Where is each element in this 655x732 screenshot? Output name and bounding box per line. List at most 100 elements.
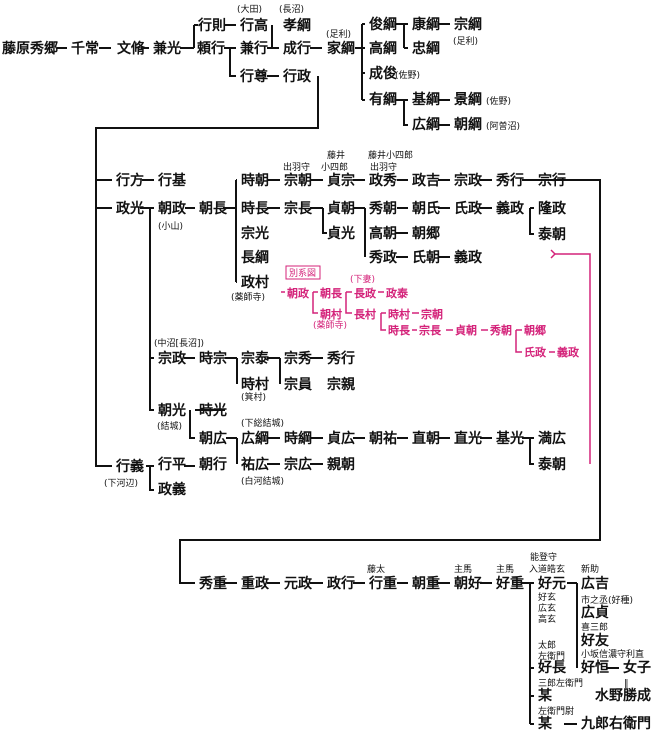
name-munetomo: 宗朝 <box>284 172 312 189</box>
name-tomoshige: 朝重 <box>412 575 440 592</box>
note-kogen3: 高玄 <box>538 613 556 625</box>
name-kurouemon: 九郎右衛門 <box>580 715 651 732</box>
note-yuki: (結城) <box>157 420 182 432</box>
alt-name-p_nagamura: 長村 <box>354 307 376 321</box>
name-hirotsuna: 広綱 <box>412 116 440 133</box>
connector <box>322 208 327 234</box>
alt-connector <box>555 253 591 464</box>
name-munenaga: 宗長 <box>284 200 313 217</box>
note-sano1: (佐野) <box>395 69 420 81</box>
name-masayoshi2: 政義 <box>158 481 186 498</box>
alt-name-p_munenaga: 宗長 <box>419 323 442 337</box>
name-yukihira: 行平 <box>157 456 186 473</box>
note-taro: 太郎 <box>538 639 556 651</box>
note-sano2: (佐野) <box>486 95 511 107</box>
note-fujii1: 藤井 <box>327 149 345 161</box>
name-naotomo: 直朝 <box>412 430 440 447</box>
note-shume1: 主馬 <box>454 563 472 575</box>
alt-name-p_tomonaga: 朝長 <box>320 286 343 300</box>
connector <box>149 208 154 411</box>
name-hirosada: 広貞 <box>581 604 609 621</box>
name-tokimura: 時村 <box>241 376 269 393</box>
name-yukiyoshi: 行義 <box>115 458 144 475</box>
note-koshiro1: 小四郎 <box>321 161 348 173</box>
alt-name-p_tokimura: 時村 <box>388 307 410 321</box>
note-naganuma: (長沼) <box>279 4 304 15</box>
name-hirotsuna2: 広綱 <box>241 430 269 447</box>
name-masahide: 政秀 <box>369 172 398 189</box>
name-takatomo: 高朝 <box>369 225 397 242</box>
note-kogen: 好玄 <box>538 591 556 603</box>
note-minoura: (箕村) <box>241 391 266 403</box>
name-hidetomo: 秀朝 <box>368 200 397 217</box>
note-fujiikoshiro: 藤井小四郎 <box>368 149 413 161</box>
name-tomosuke: 朝祐 <box>369 430 397 447</box>
name-yukimasa: 行政 <box>282 68 312 85</box>
name-kagetsuna: 景綱 <box>454 91 482 108</box>
note-nakanuma: (中沼[長沼]) <box>154 337 204 349</box>
connector <box>529 438 534 465</box>
note-saburozaemon: 三郎左衛門 <box>538 677 583 689</box>
connector <box>189 410 195 439</box>
name-tomoyuki: 朝行 <box>199 456 227 473</box>
name-hidesato: 藤原秀郷 <box>2 40 58 57</box>
name-takatsuna2: 高綱 <box>369 40 397 57</box>
alt-name-p_nagamasa: 長政 <box>354 286 377 300</box>
name-joshi: 女子 <box>623 659 651 676</box>
name-asatsuna: 朝綱 <box>454 116 482 133</box>
name-tadatsuna: 忠綱 <box>412 40 440 57</box>
alt-connector <box>312 292 318 314</box>
name-munetsuna: 宗綱 <box>454 16 482 33</box>
name-munekazu: 宗員 <box>284 376 312 393</box>
name-tokitomo: 時朝 <box>241 172 269 189</box>
note-equal: ‖ <box>624 679 629 689</box>
note-kisaburo: 喜三郎 <box>581 621 608 633</box>
note-dewanokami2: 出羽守 <box>370 161 397 173</box>
name-aritsuna: 有綱 <box>369 91 397 108</box>
name-yoshishige: 好重 <box>495 575 524 592</box>
name-munehiro: 宗泰 <box>241 350 270 367</box>
note-layer: (大田)(長沼)(足利)(足利)(佐野)(佐野)(阿曽沼)出羽守藤井小四郎藤井小… <box>104 3 644 717</box>
name-sadamune: 貞宗 <box>327 172 355 189</box>
name-masayoshi: 政吉 <box>412 172 440 189</box>
name-munemasa: 宗政 <box>454 172 483 189</box>
name-sadamitsu: 貞光 <box>327 225 355 242</box>
name-hideyuki: 秀行 <box>495 172 524 189</box>
name-yasutomo: 泰朝 <box>537 226 566 243</box>
name-kaneyuki: 兼行 <box>240 40 268 57</box>
name-tokimitsu: 時光 <box>199 402 227 419</box>
name-munemasa2: 宗政 <box>158 350 187 367</box>
name-tomomitsu: 朝光 <box>158 402 186 419</box>
alt-name-p_yoshimasa: 義政 <box>557 345 580 359</box>
name-yoshimasa: 義政 <box>496 200 525 217</box>
alt-connector <box>515 330 522 353</box>
note-asonuma: (阿曽沼) <box>486 120 520 132</box>
name-muneyuki: 宗行 <box>538 172 566 189</box>
name-tokitsuna: 時綱 <box>284 430 312 447</box>
name-hidemasa: 秀政 <box>368 249 398 266</box>
name-namekata: 行方 <box>115 172 144 189</box>
name-tomomasa: 朝政 <box>158 200 187 217</box>
name-yukinori: 行則 <box>197 17 226 34</box>
name-masamura: 政村 <box>241 274 269 291</box>
alt-name-p_ujimasa: 氏政 <box>524 345 547 359</box>
name-yoshimoto: 好元 <box>537 575 566 592</box>
name-yukitaka2: 行尊 <box>239 68 268 85</box>
note-shume2: 主馬 <box>496 563 514 575</box>
name-hiroyoshi: 広吉 <box>581 575 609 592</box>
name-tomonaga: 朝長 <box>199 200 228 217</box>
name-hideshige: 秀重 <box>198 575 227 592</box>
name-yoshimasa2: 義政 <box>454 249 483 266</box>
alt-name-p_sadatomo: 貞朝 <box>455 323 477 337</box>
name-yukitaka: 行高 <box>239 17 268 34</box>
alt-connector <box>345 292 352 314</box>
name-motomasa: 元政 <box>284 575 313 592</box>
note-kosaka: 小坂信濃守利直 <box>581 648 644 660</box>
name-mitsuhiro: 満広 <box>538 430 566 447</box>
alt-name-p_munetomo: 宗朝 <box>421 307 443 321</box>
note-zaemonnojo: 左衛門尉 <box>538 705 574 717</box>
note-kogen2: 広玄 <box>538 602 556 614</box>
name-chikatomo: 親朝 <box>327 456 355 473</box>
name-toshitsuna: 俊綱 <box>369 16 397 33</box>
name-shigemasa: 重政 <box>241 575 270 592</box>
